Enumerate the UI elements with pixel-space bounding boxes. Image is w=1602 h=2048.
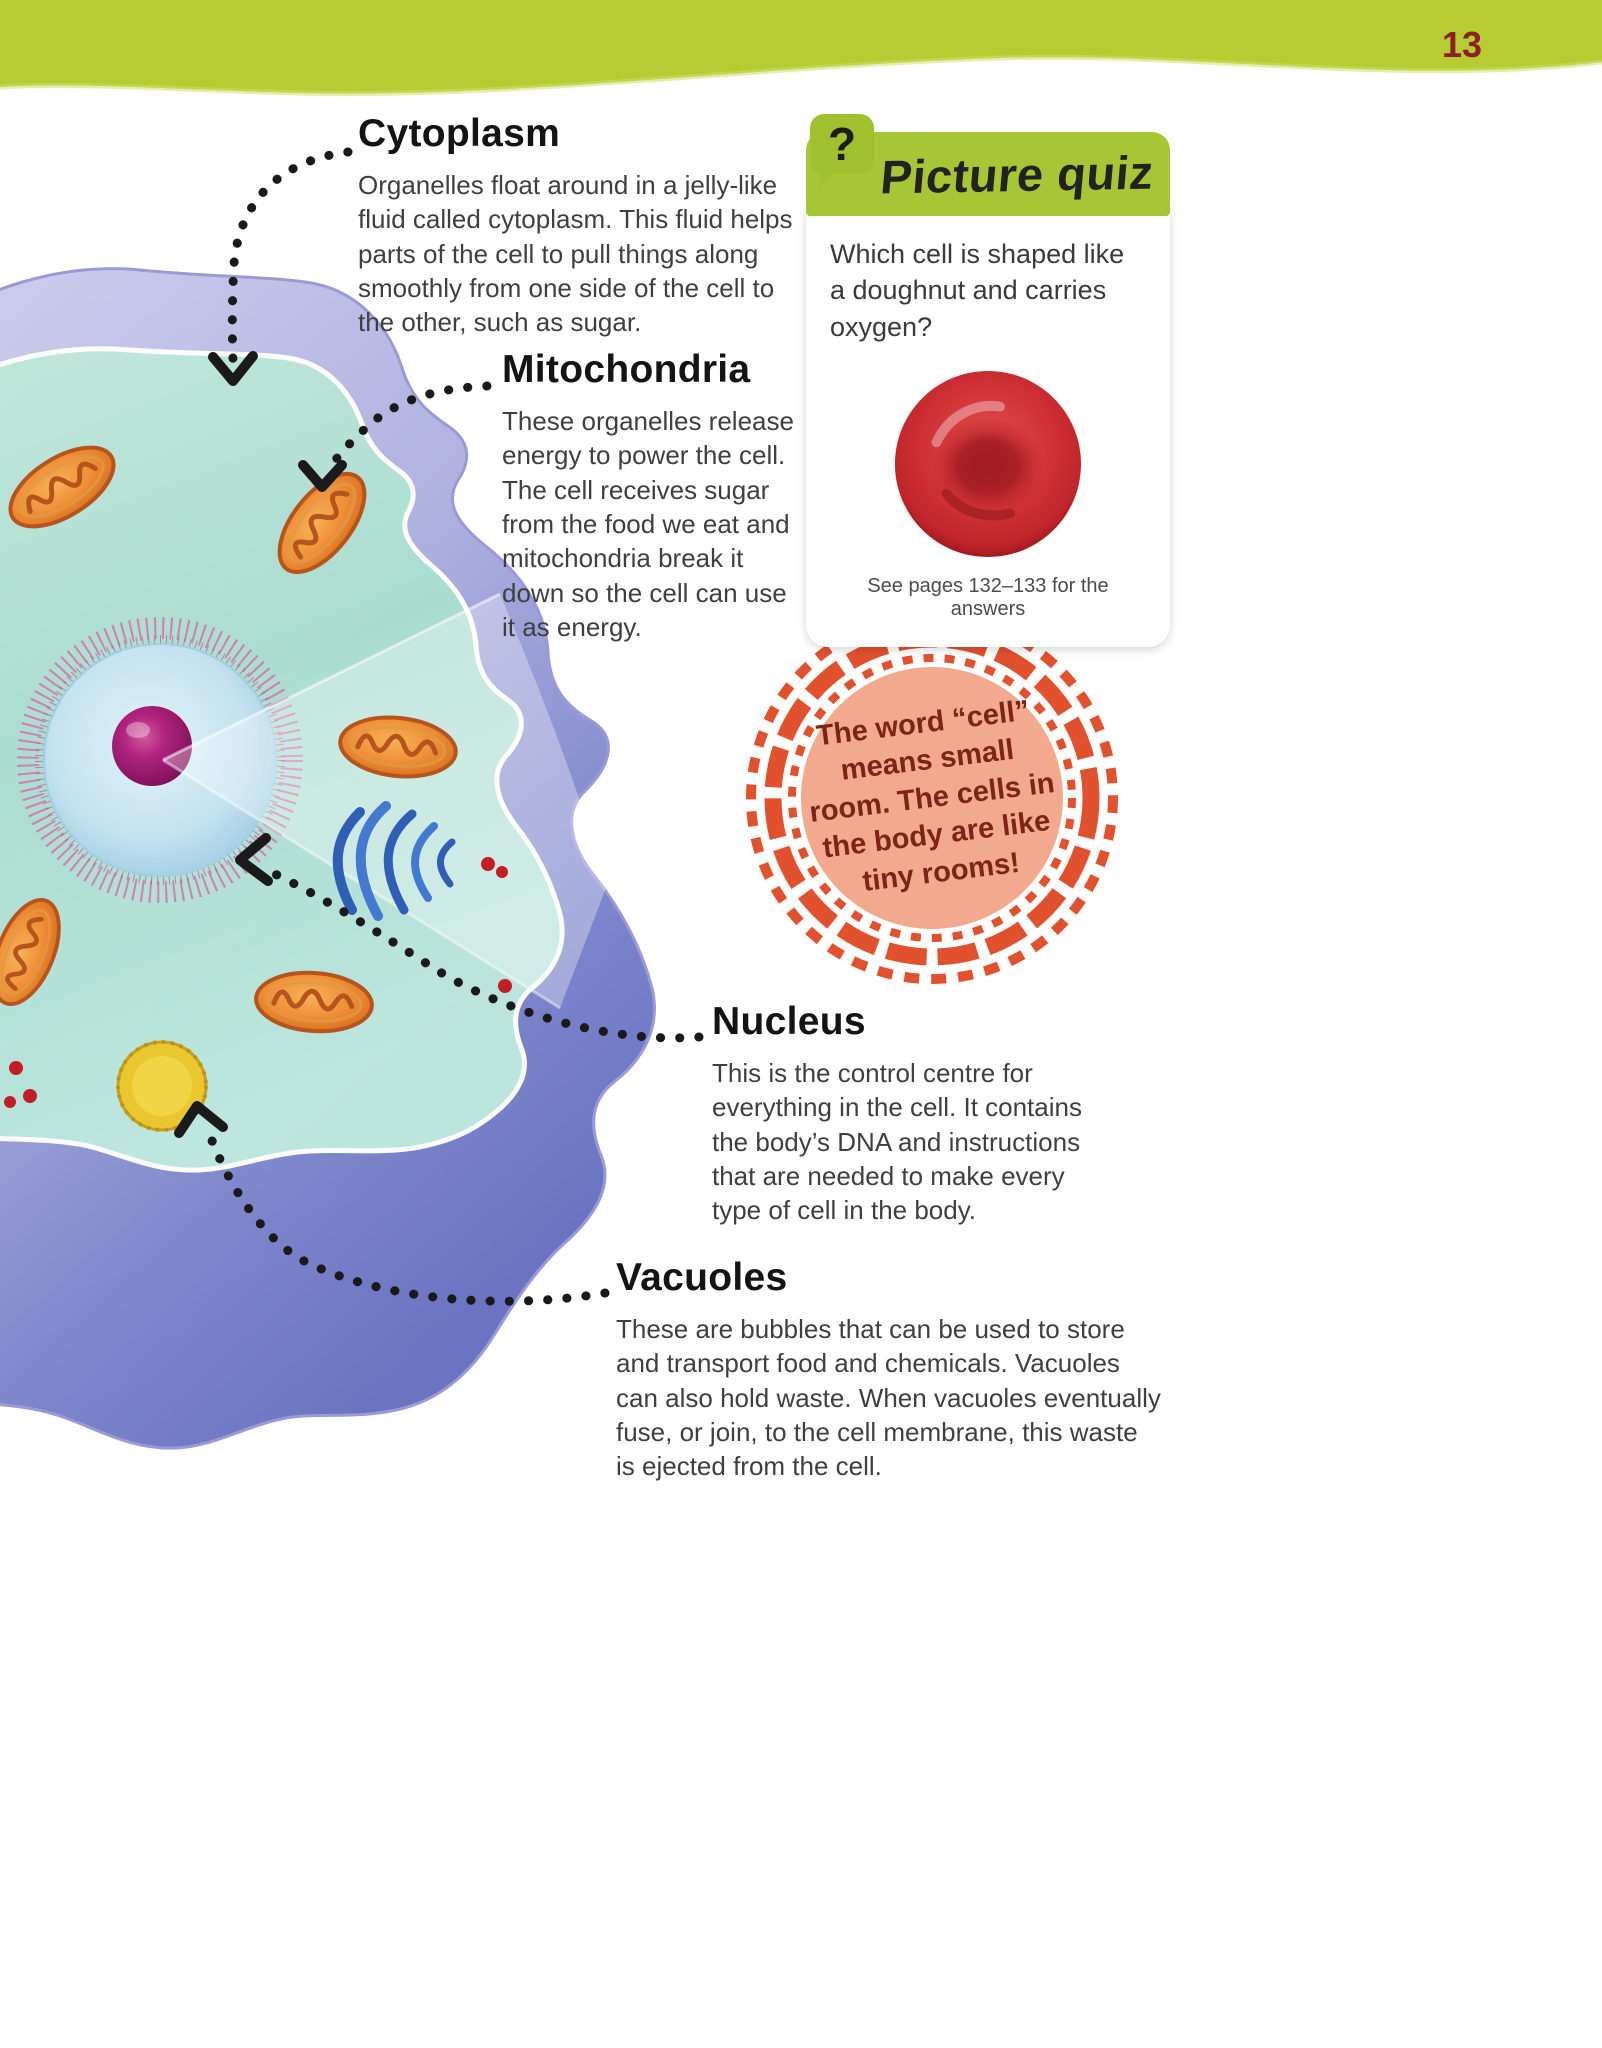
quiz-question: Which cell is shaped like a doughnut and… [830,239,1125,342]
cytoplasm-description: Organelles float around in a jelly-like … [358,170,793,338]
arrowhead-nucleus [235,833,273,886]
mitochondria-description: These organelles release energy to power… [502,406,794,642]
quiz-body: Which cell is shaped like a doughnut and… [806,208,1170,648]
picture-quiz-card: ? Picture quiz Which cell is shaped like… [806,114,1170,648]
mitochondria-heading: Mitochondria [502,348,751,391]
nucleus-description: This is the control centre for everythin… [712,1058,1082,1226]
leader-line-nucleus [257,863,704,1043]
vacuoles-label-block: Vacuoles These are bubbles that can be u… [616,1256,1161,1484]
nucleus-graphic [17,617,303,903]
nucleus-heading: Nucleus [712,1000,866,1043]
header-wave [0,0,1602,97]
quiz-title: Picture quiz [878,145,1156,203]
question-mark-icon: ? [810,114,874,187]
golgi-graphic [332,801,456,921]
leader-line-cytoplasm [227,147,353,365]
cytoplasm-heading: Cytoplasm [358,112,561,155]
fact-badge: The word “cell” means small room. The ce… [742,608,1122,988]
vacuole-graphic [116,1040,208,1132]
mitochondria-label-block: Mitochondria These organelles release en… [502,348,797,644]
red-blood-cell-image [894,371,1082,558]
cytoplasm-label-block: Cytoplasm Organelles float around in a j… [358,112,803,340]
nucleus-label-block: Nucleus This is the control centre for e… [712,1000,1117,1228]
vacuoles-description: These are bubbles that can be used to st… [616,1314,1161,1482]
quiz-header: ? Picture quiz [806,114,1170,216]
quiz-footnote: See pages 132–133 for the answers [867,575,1109,621]
nucleolus-graphic [112,706,192,786]
page-number: 13 [1441,24,1482,65]
fact-badge-text: The word “cell” means small room. The ce… [720,586,1143,1009]
arrowhead-cytoplasm [208,351,258,386]
arrowhead-mitochondria [298,460,347,492]
question-mark-glyph: ? [827,118,857,170]
arrowhead-vacuoles [174,1101,228,1138]
leader-line-vacuoles [206,1133,610,1306]
red-particles [4,857,512,1108]
cutaway-face [163,594,606,1008]
leader-line-mitochondria [326,381,492,471]
vacuoles-heading: Vacuoles [616,1256,788,1299]
